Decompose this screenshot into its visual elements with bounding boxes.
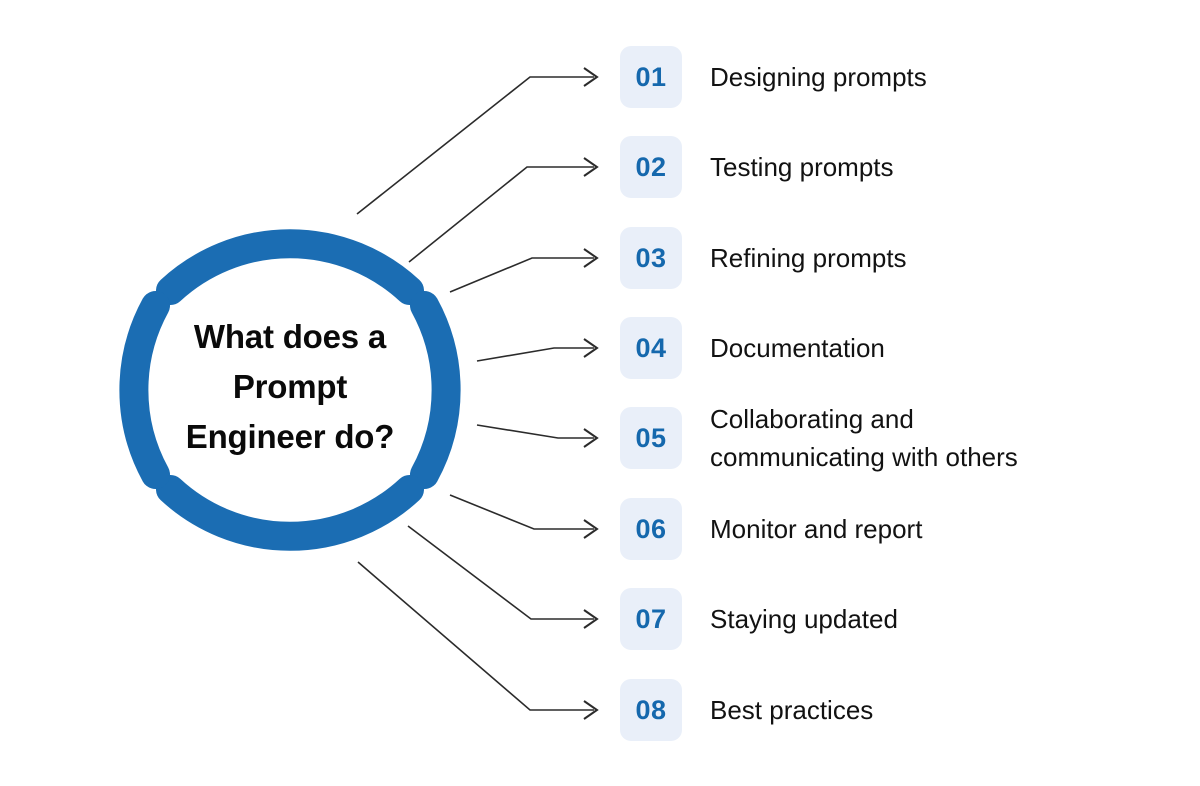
step-item-05[interactable]: 05 Collaborating and communicating with … (620, 404, 1018, 472)
step-number-08: 08 (635, 694, 667, 725)
step-badge-04: 04 (620, 317, 682, 379)
step-number-03: 03 (635, 242, 667, 273)
connector-line-06 (449, 494, 599, 539)
step-badge-03: 03 (620, 227, 682, 289)
step-label-01: Designing prompts (710, 62, 927, 92)
step-label-06: Monitor and report (710, 514, 923, 544)
step-badge-06: 06 (620, 498, 682, 560)
step-number-04: 04 (635, 332, 667, 363)
step-number-07: 07 (635, 603, 667, 634)
ring-arc-right (410, 291, 461, 489)
center-title-line-2: Prompt (232, 368, 348, 405)
step-number-06: 06 (635, 513, 667, 544)
step-item-03[interactable]: 03 Refining prompts (620, 227, 907, 289)
ring-arc-top (156, 229, 424, 305)
center-title: What does a Prompt Engineer do? (148, 312, 432, 462)
step-item-01[interactable]: 01 Designing prompts (620, 46, 927, 108)
ring-arc-left (119, 291, 170, 489)
ring-arc-bottom (156, 475, 424, 551)
step-item-04[interactable]: 04 Documentation (620, 317, 885, 379)
step-badge-08: 08 (620, 679, 682, 741)
center-title-line-1: What does a (193, 318, 387, 355)
connector-line-04 (476, 338, 599, 362)
step-number-05: 05 (635, 422, 667, 453)
connector-line-08 (357, 561, 599, 720)
step-label-03: Refining prompts (710, 243, 907, 273)
connector-line-07 (407, 525, 599, 629)
steps-list: 01 Designing prompts 02 Testing prompts … (620, 0, 1180, 786)
step-label-08: Best practices (710, 695, 874, 725)
step-item-06[interactable]: 06 Monitor and report (620, 498, 922, 560)
step-label-04: Documentation (710, 333, 885, 363)
step-item-08[interactable]: 08 Best practices (620, 679, 873, 741)
step-badge-01: 01 (620, 46, 682, 108)
step-badge-05: 05 (620, 407, 682, 469)
step-label-05: Collaborating and communicating with oth… (710, 404, 1018, 472)
step-item-07[interactable]: 07 Staying updated (620, 588, 898, 650)
step-number-02: 02 (635, 151, 667, 182)
connector-line-05 (476, 424, 599, 448)
center-title-line-3: Engineer do? (185, 418, 395, 455)
step-label-02: Testing prompts (710, 152, 894, 182)
connector-line-01 (356, 67, 599, 215)
step-label-07: Staying updated (710, 604, 898, 634)
connector-line-03 (449, 248, 599, 293)
step-number-01: 01 (635, 61, 667, 92)
step-badge-07: 07 (620, 588, 682, 650)
step-item-02[interactable]: 02 Testing prompts (620, 136, 894, 198)
connector-line-02 (408, 157, 599, 263)
step-badge-02: 02 (620, 136, 682, 198)
